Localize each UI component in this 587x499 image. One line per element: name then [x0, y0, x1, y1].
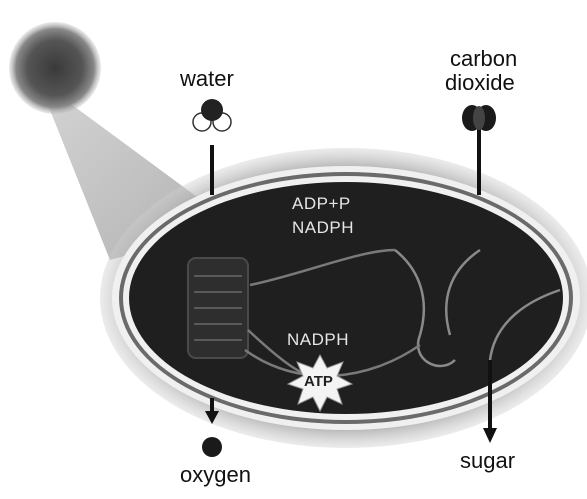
water-molecule-icon	[193, 99, 231, 131]
adp-pi-label: ADP+P	[292, 194, 351, 214]
grana-stack	[188, 258, 248, 358]
oxygen-label: oxygen	[180, 462, 251, 488]
carbon-dioxide-label-line2: dioxide	[445, 70, 515, 96]
atp-label: ATP	[304, 373, 333, 390]
oxygen-molecule-icon	[202, 437, 222, 457]
carbon-dioxide-label-line1: carbon	[450, 46, 517, 72]
sun-icon	[9, 22, 101, 114]
water-label: water	[180, 66, 234, 92]
sugar-label: sugar	[460, 448, 515, 474]
co2-molecule-icon	[462, 105, 496, 131]
nadph-bottom-label: NADPH	[287, 330, 349, 350]
nadph-top-label: NADPH	[292, 218, 354, 238]
